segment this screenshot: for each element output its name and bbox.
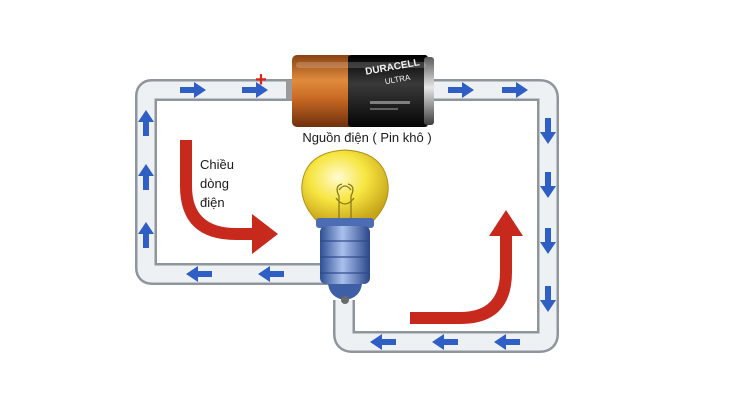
svg-text:Chiều: Chiều — [200, 157, 234, 172]
arrow-left-icon — [258, 266, 284, 282]
arrow-right-icon — [242, 82, 268, 98]
current-direction-label: Chiều dòng điện — [200, 157, 234, 210]
arrow-up-icon — [138, 222, 154, 248]
battery-black-body — [348, 55, 428, 127]
battery-label: Nguồn điện ( Pin khô ) — [302, 130, 431, 145]
arrow-down-icon — [540, 118, 556, 144]
battery: DURACELL ULTRA + — [255, 55, 434, 127]
arrow-right-icon — [502, 82, 528, 98]
current-direction-arrow-right — [410, 210, 523, 324]
arrow-left-icon — [494, 334, 520, 350]
arrow-left-icon — [186, 266, 212, 282]
arrow-up-icon — [138, 110, 154, 136]
arrow-up-icon — [138, 164, 154, 190]
svg-text:dòng: dòng — [200, 176, 229, 191]
current-direction-arrow-left — [180, 140, 278, 254]
svg-text:điện: điện — [200, 195, 225, 210]
arrow-down-icon — [540, 172, 556, 198]
wire-arrows — [138, 82, 556, 350]
arrow-right-icon — [180, 82, 206, 98]
arrow-left-icon — [370, 334, 396, 350]
arrow-right-icon — [448, 82, 474, 98]
light-bulb — [301, 149, 389, 304]
bulb-base — [320, 226, 370, 284]
battery-copper-body — [292, 55, 354, 127]
arrow-down-icon — [540, 286, 556, 312]
battery-plus-sign: + — [255, 69, 267, 91]
arrow-down-icon — [540, 228, 556, 254]
battery-model: ULTRA — [384, 73, 411, 86]
arrow-left-icon — [432, 334, 458, 350]
bulb-filament — [335, 183, 355, 220]
